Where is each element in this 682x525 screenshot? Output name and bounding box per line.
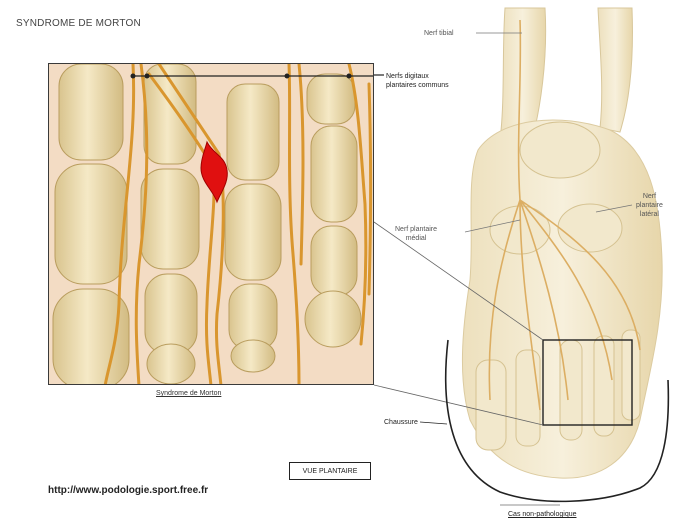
label-nerf-medial: Nerf plantaire médial (395, 225, 437, 243)
label-nerf-lateral-line3: latéral (636, 210, 663, 219)
label-nerf-lateral: Nerf plantaire latéral (636, 192, 663, 219)
label-nerf-lateral-line2: plantaire (636, 201, 663, 210)
label-nerf-medial-line2: médial (395, 234, 437, 243)
view-label: VUE PLANTAIRE (303, 468, 358, 475)
view-label-box: VUE PLANTAIRE (289, 462, 371, 480)
label-cas-non-pathologique: Cas non-pathologique (508, 510, 577, 519)
website-url[interactable]: http://www.podologie.sport.free.fr (48, 485, 208, 496)
label-nerfs-digitaux-line2: plantaires communs (386, 81, 449, 90)
label-nerfs-digitaux: Nerfs digitaux plantaires communs (386, 72, 449, 90)
label-nerf-lateral-line1: Nerf (636, 192, 663, 201)
label-chaussure: Chaussure (384, 418, 418, 427)
label-nerf-tibial: Nerf tibial (424, 29, 454, 38)
label-nerfs-digitaux-line1: Nerfs digitaux (386, 72, 449, 81)
label-nerf-medial-line1: Nerf plantaire (395, 225, 437, 234)
